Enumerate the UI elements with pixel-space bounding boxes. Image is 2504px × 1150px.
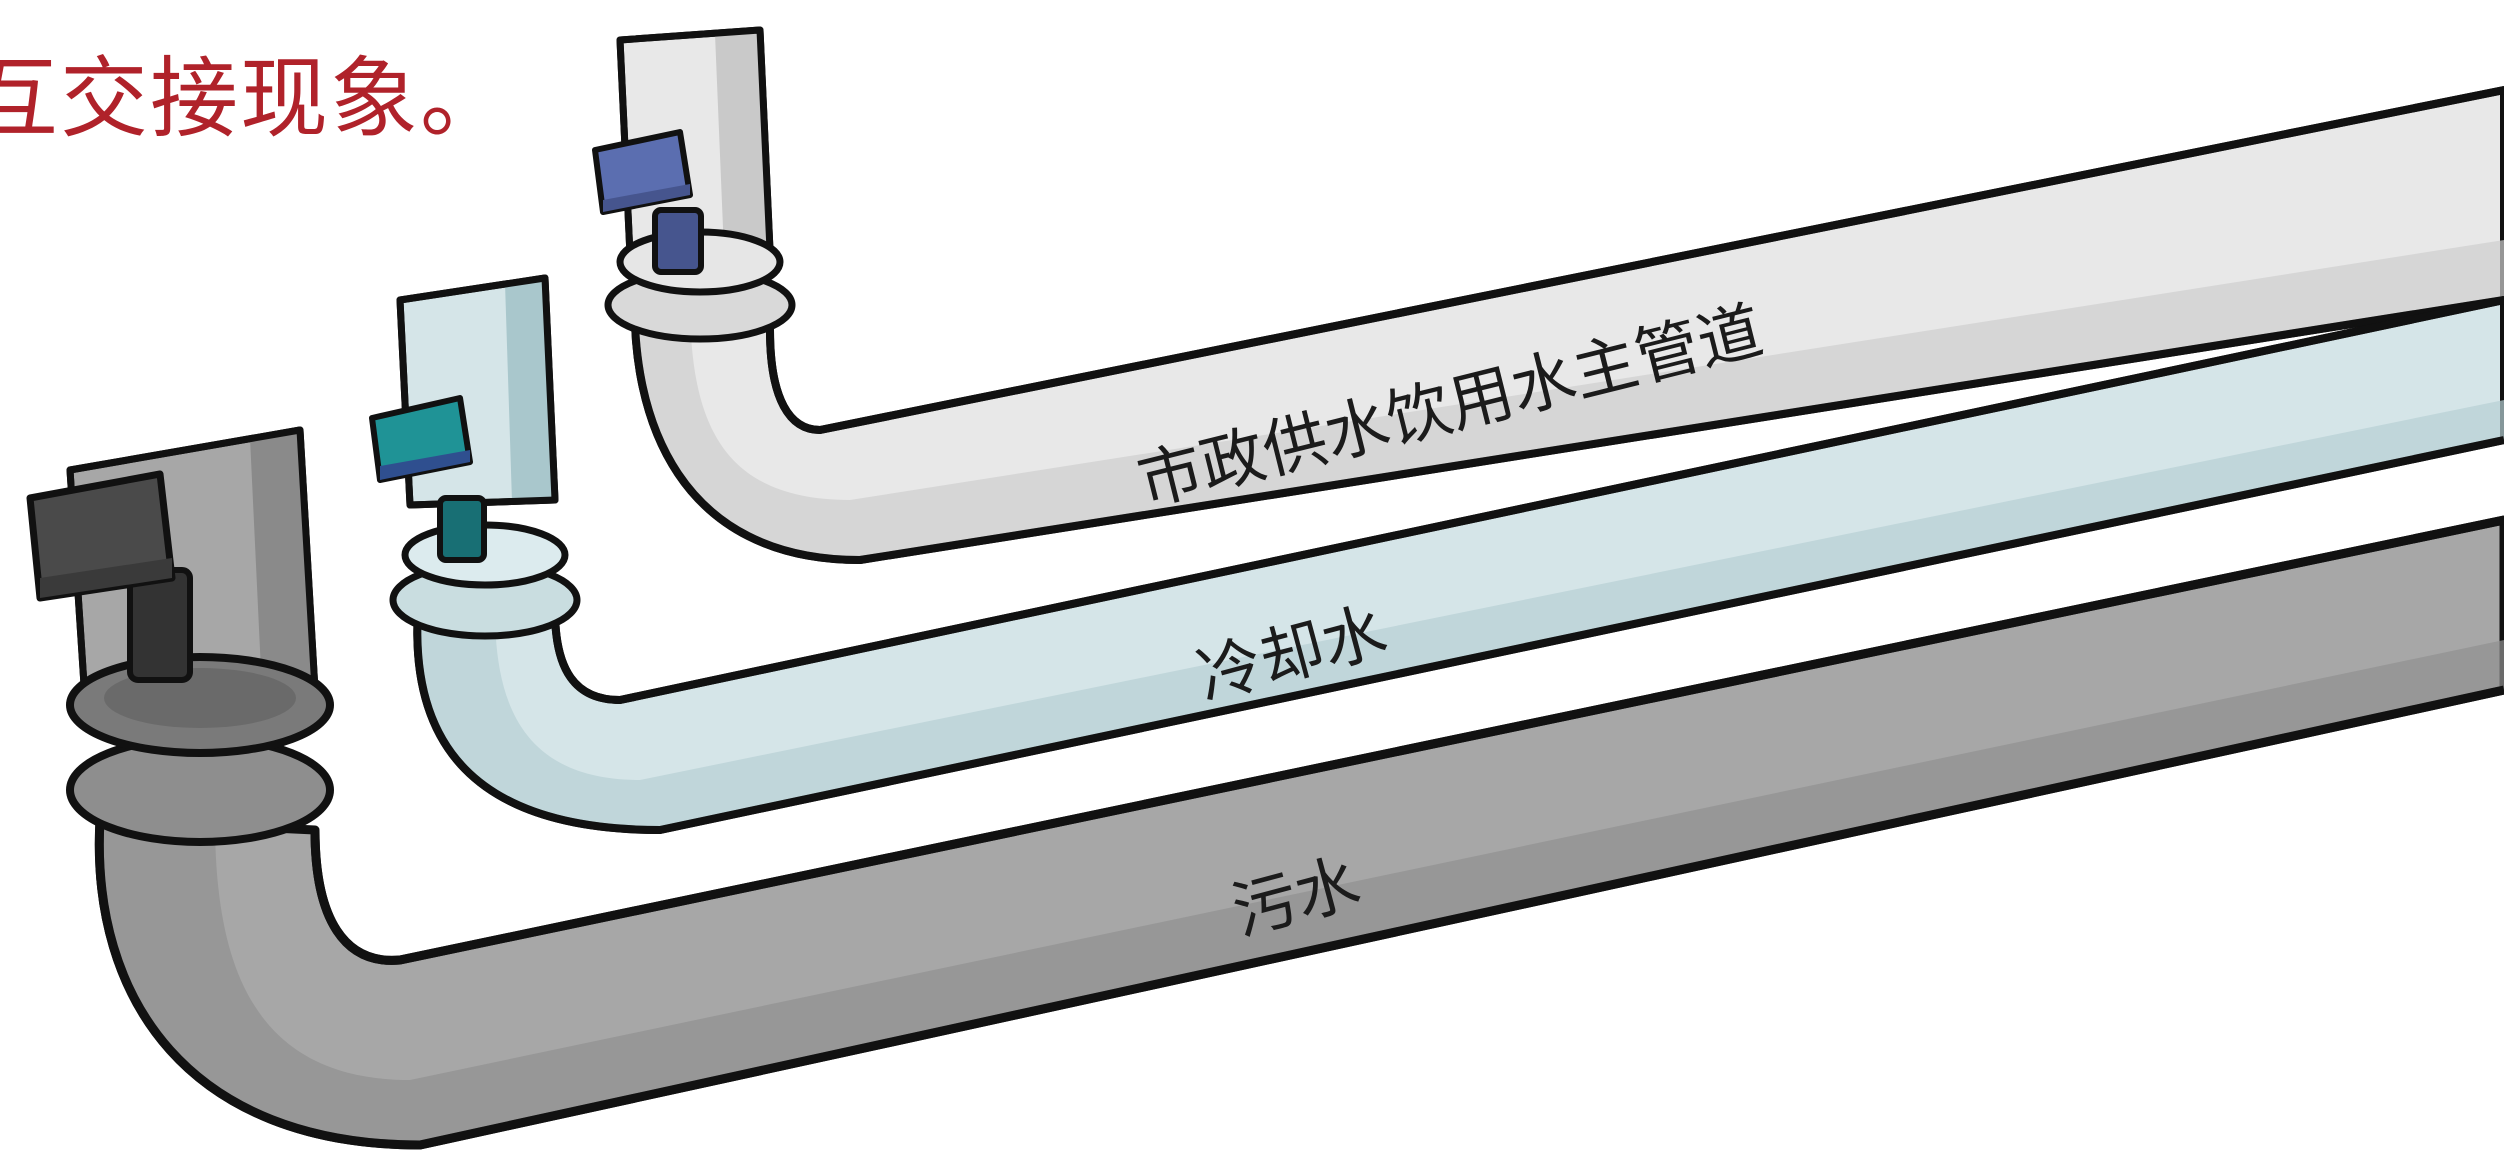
valve-icon — [592, 129, 704, 275]
pipe-sewage — [26, 426, 2504, 1150]
pipe-cooling-water — [369, 274, 2504, 834]
heading-text: 互交接现象。 — [0, 47, 511, 150]
pipe-drinking-water — [592, 26, 2504, 564]
valve-icon — [369, 395, 487, 563]
valve-icon — [26, 470, 193, 683]
